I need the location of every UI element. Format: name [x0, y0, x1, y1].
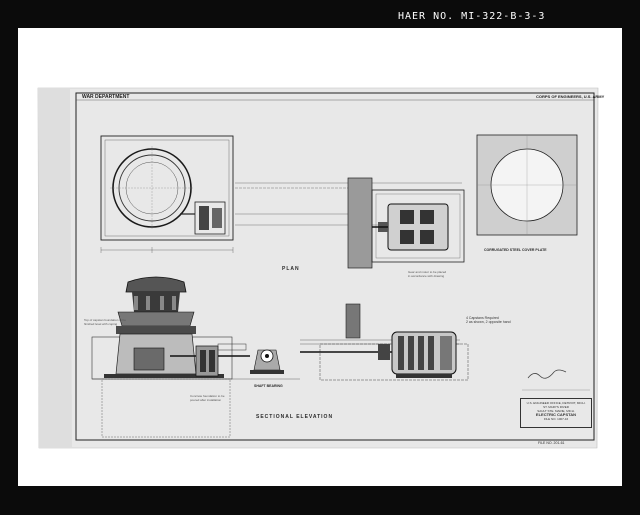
corps-label: CORPS OF ENGINEERS, U.S. ARMY	[536, 94, 605, 99]
plan-title: PLAN	[282, 266, 300, 272]
section-capstan	[91, 276, 250, 380]
capstans-note: 4 Capstans Required 2 as shown, 2 opposi…	[466, 316, 511, 324]
shaft-bearing-detail	[250, 349, 284, 374]
cover-plate	[476, 134, 578, 236]
gear-note: Gear and motor to be placed in accordanc…	[408, 270, 447, 278]
title-project: ST. MARYS RIVER	[543, 405, 569, 409]
title-agency: U.S. ENGINEER OFFICE, DETROIT, MICH.	[526, 401, 586, 405]
footer-file-number: FILE NO. 201-61	[538, 441, 565, 445]
haer-identifier: HAER NO. MI-322-B-3-3	[398, 11, 546, 22]
bearing-title: SHAFT BEARING	[254, 384, 283, 388]
plan-capstan-footprint	[100, 135, 234, 241]
title-structure: SAULT STE. MARIE, MICH.	[537, 409, 575, 413]
title-subject: ELECTRIC CAPSTAN	[535, 412, 577, 417]
department-label: WAR DEPARTMENT	[82, 94, 130, 100]
title-block: U.S. ENGINEER OFFICE, DETROIT, MICH. ST.…	[520, 398, 592, 428]
fill-note: Top of capstan foundation to be finished…	[84, 318, 126, 326]
cover-plate-title: CORRUGATED STEEL COVER PLATE	[484, 248, 547, 252]
plan-motor-pedestal	[347, 177, 465, 269]
concrete-note: Concrete foundation to be poured after i…	[190, 394, 225, 402]
title-file: FILE NO. 1007-16	[543, 417, 569, 421]
section-motor	[300, 303, 469, 381]
section-title: SECTIONAL ELEVATION	[256, 414, 334, 420]
